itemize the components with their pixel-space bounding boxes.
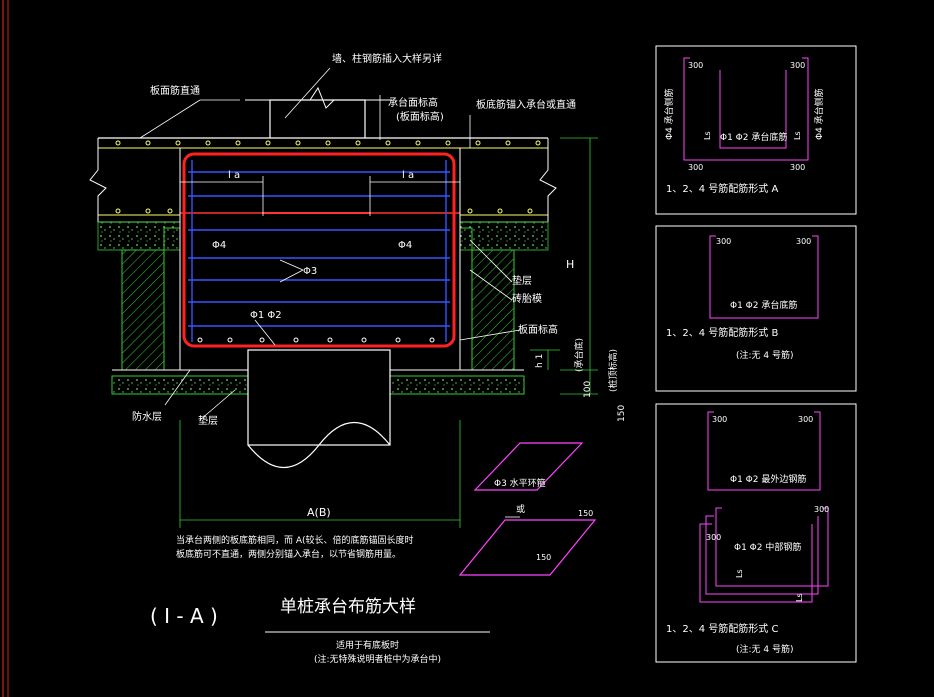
panel-c-dim-top-r: 300 bbox=[798, 415, 813, 424]
column-outline bbox=[269, 99, 366, 138]
label-150: 150 bbox=[617, 405, 627, 422]
panel-a-ls-left: Ls bbox=[703, 131, 712, 140]
pile-cap-section bbox=[89, 67, 598, 633]
label-brick-mold: 砖胎模 bbox=[512, 292, 542, 305]
panel-a-caption: 1、2、4 号筋配筋形式 A bbox=[666, 182, 778, 195]
label-phi12: Φ1 Φ2 bbox=[250, 310, 282, 321]
panel-a-inner: Φ1 Φ2 承台底筋 bbox=[720, 131, 787, 143]
panel-c-inner-top: Φ1 Φ2 最外边钢筋 bbox=[730, 473, 806, 485]
hoop-sketches bbox=[458, 442, 597, 576]
label-AB: A(B) bbox=[307, 506, 331, 519]
note-line2: 板底筋可不直通，两侧分别锚入承台，以节省钢筋用量。 bbox=[176, 548, 401, 560]
hoop-label: Φ3 水平环箍 bbox=[494, 477, 546, 489]
detail-id: ( I - A ) bbox=[150, 604, 218, 628]
pile bbox=[247, 349, 391, 446]
label-slab-top-rebar: 板面筋直通 bbox=[150, 84, 200, 97]
main-labels: 墙、柱钢筋插入大样另详 板面筋直通 承台面标高 (板面标高) 板底筋锚入承台或直… bbox=[132, 52, 627, 665]
panel-a-dim-tl: 300 bbox=[688, 61, 703, 70]
panel-a-side-left: Φ4 承台侧筋 bbox=[663, 88, 675, 140]
panel-b-note: (注:无 4 号筋) bbox=[736, 349, 794, 361]
drawing-subtitle-note: (注:无特殊说明者桩中为承台中) bbox=[314, 653, 441, 665]
panel-b bbox=[655, 225, 857, 392]
label-phi4-right: Φ4 bbox=[398, 240, 412, 251]
panel-b-inner: Φ1 Φ2 承台底筋 bbox=[730, 299, 797, 311]
panel-a-dim-bl: 300 bbox=[688, 163, 703, 172]
panel-c-dim-mid-l: 300 bbox=[706, 533, 721, 542]
label-cap-top-level: 承台面标高 bbox=[388, 96, 438, 109]
panel-b-caption: 1、2、4 号筋配筋形式 B bbox=[666, 326, 778, 339]
cap-stirrup bbox=[182, 152, 456, 348]
panel-c bbox=[655, 403, 857, 663]
label-slab-bottom-rebar: 板底筋锚入承台或直通 bbox=[476, 98, 576, 111]
panel-c-ls-a: Ls bbox=[735, 569, 744, 578]
panel-c-inner-mid: Φ1 Φ2 中部钢筋 bbox=[734, 541, 801, 553]
panel-a-ls-right: Ls bbox=[793, 131, 802, 140]
panel-c-note: (注:无 4 号筋) bbox=[736, 643, 794, 655]
label-cap-bottom: (承台底) bbox=[573, 338, 585, 372]
note-line1: 当承台两侧的板底筋相同，而 A(较长、倍的底筋锚固长度时 bbox=[176, 534, 414, 546]
label-waterproof: 防水层 bbox=[132, 410, 162, 423]
label-phi3: Φ3 bbox=[303, 266, 317, 277]
panel-a-dim-br: 300 bbox=[790, 163, 805, 172]
label-column-rebar: 墙、柱钢筋插入大样另详 bbox=[332, 52, 442, 65]
label-h1: h 1 bbox=[535, 354, 545, 368]
panel-c-dim-mid-r: 300 bbox=[814, 505, 829, 514]
drawing-title: 单桩承台布筋大样 bbox=[280, 597, 416, 617]
panel-b-dim-r: 300 bbox=[796, 237, 811, 246]
panel-a bbox=[655, 45, 857, 215]
label-slab-level: 板面标高 bbox=[518, 323, 558, 336]
label-slab-top-level: (板面标高) bbox=[396, 110, 444, 123]
panel-a-labels: 300 300 300 300 Φ4 承台侧筋 Φ4 承台侧筋 Ls Ls Φ1… bbox=[663, 61, 825, 195]
label-100: 100 bbox=[583, 381, 593, 398]
panel-a-side-right: Φ4 承台侧筋 bbox=[813, 88, 825, 140]
hoop-weld: 或 bbox=[516, 503, 525, 515]
sheet-border bbox=[2, 0, 9, 697]
panel-a-dim-tr: 300 bbox=[790, 61, 805, 70]
panel-b-labels: 300 300 Φ1 Φ2 承台底筋 1、2、4 号筋配筋形式 B (注:无 4… bbox=[666, 237, 811, 361]
panel-b-dim-l: 300 bbox=[716, 237, 731, 246]
label-cushion: 垫层 bbox=[512, 274, 532, 287]
label-H: H bbox=[566, 258, 574, 271]
panel-c-ls-b: Ls bbox=[795, 593, 804, 602]
label-la-left: l a bbox=[228, 170, 240, 181]
label-cushion2: 垫层 bbox=[198, 414, 218, 427]
label-pile-top: (桩顶标高) bbox=[607, 349, 619, 392]
panel-c-labels: 300 300 Φ1 Φ2 最外边钢筋 300 300 Φ1 Φ2 中部钢筋 L… bbox=[666, 415, 829, 655]
label-la-right: l a bbox=[402, 170, 414, 181]
label-phi4-left: Φ4 bbox=[212, 240, 226, 251]
hoop-150a: 150 bbox=[578, 509, 593, 518]
hoop-150b: 150 bbox=[536, 553, 551, 562]
panel-c-dim-top-l: 300 bbox=[712, 415, 727, 424]
panel-c-caption: 1、2、4 号筋配筋形式 C bbox=[666, 622, 778, 635]
drawing-subtitle: 适用于有底板时 bbox=[336, 639, 399, 651]
